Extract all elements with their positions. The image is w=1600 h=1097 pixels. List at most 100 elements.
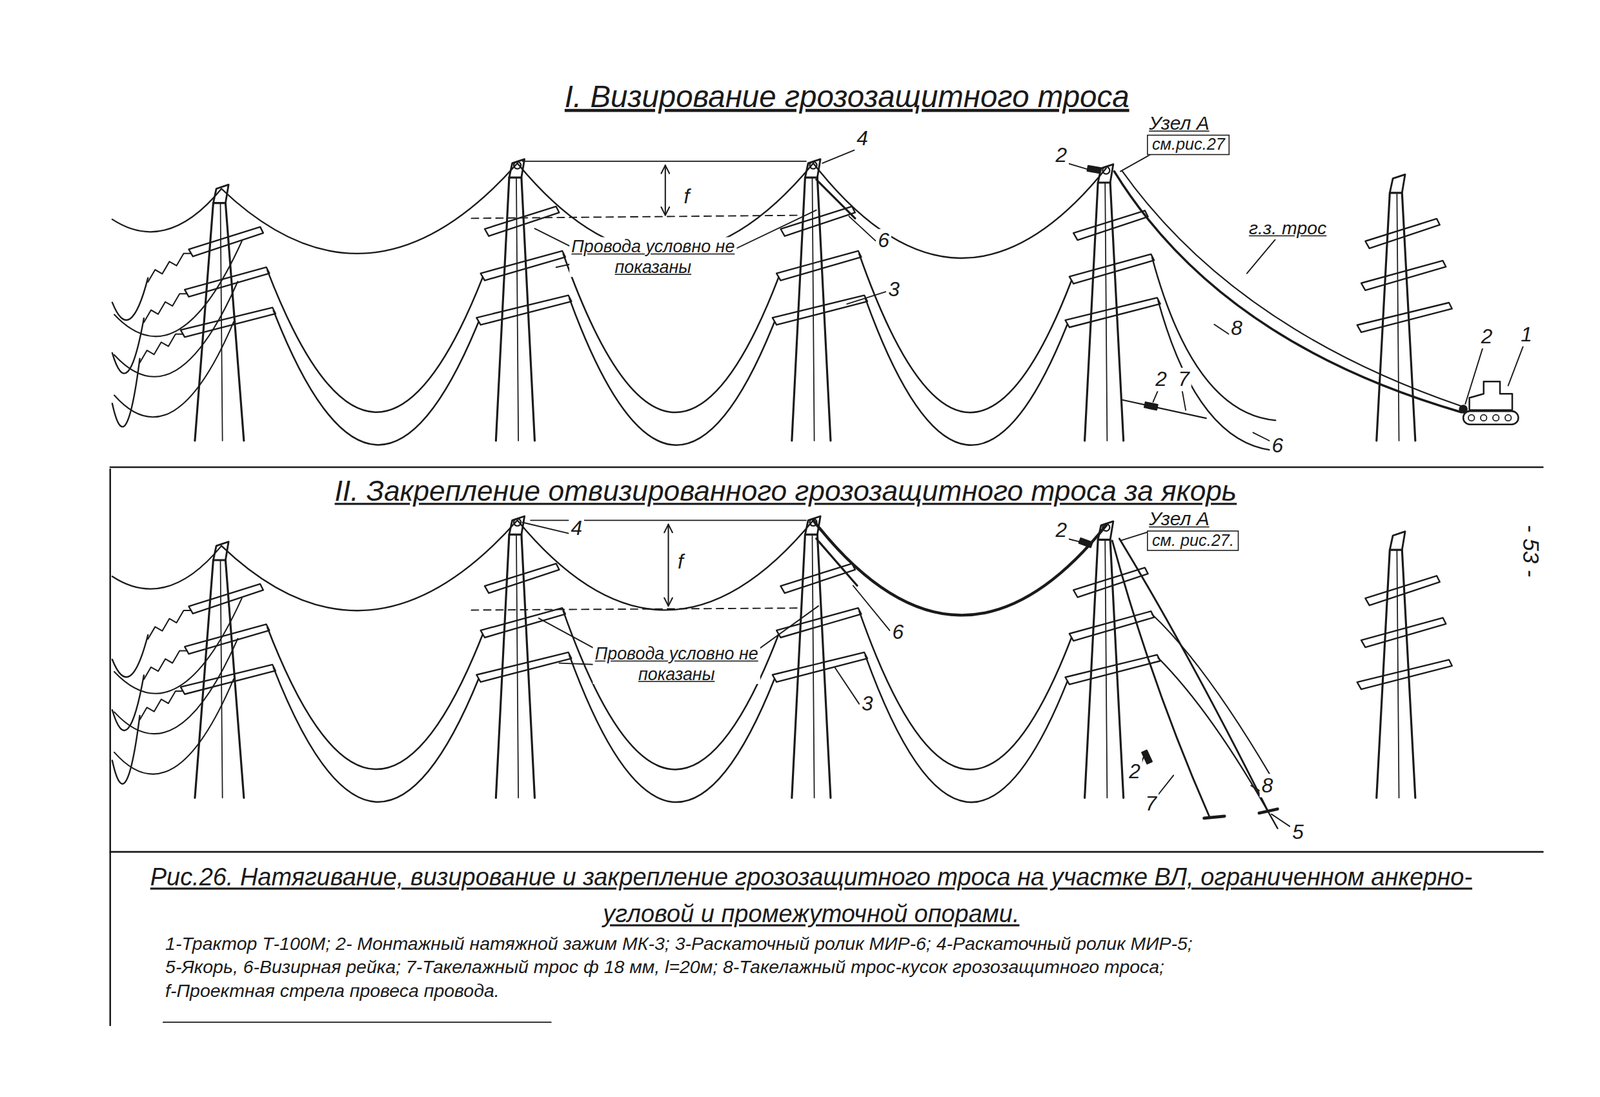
frame-line <box>109 469 112 1026</box>
tower-edge <box>516 177 519 441</box>
leader-line <box>848 216 876 241</box>
dimension-label: f <box>681 185 692 209</box>
conductor <box>267 627 483 770</box>
leader-line <box>1067 163 1089 170</box>
panel-title: I. Визирование грозозащитного троса <box>564 79 1130 115</box>
tower-peak <box>1097 164 1114 183</box>
insulator-string <box>140 691 183 720</box>
leader-line <box>853 585 891 631</box>
track-wheel <box>1468 415 1475 421</box>
insulator-string <box>143 293 187 323</box>
conductor <box>112 358 141 428</box>
cross-arm <box>776 607 861 638</box>
tower-edge <box>1104 182 1107 441</box>
leader-line <box>1067 538 1084 543</box>
leader-line <box>1246 236 1278 274</box>
conductor <box>865 655 1068 803</box>
dimension-line <box>522 160 807 163</box>
tower-edge <box>1104 539 1107 798</box>
dimension-line <box>664 165 667 215</box>
callout-number: 2 <box>1153 367 1169 392</box>
cross-arm <box>484 563 559 594</box>
cross-arm <box>772 295 868 326</box>
callout-number: 2 <box>1479 325 1495 349</box>
callout-number: 2 <box>1053 518 1069 543</box>
conductor <box>1152 257 1276 421</box>
conductor <box>112 278 148 321</box>
legend-note: f-Проектная стрела провеса провода. <box>163 980 502 1002</box>
reference-box: Узел Асм. рис.27. <box>1146 507 1240 551</box>
ground-wire <box>1119 538 1267 811</box>
cross-arm <box>484 206 559 237</box>
cross-arm <box>772 652 868 683</box>
cross-arm <box>188 584 263 614</box>
cross-arm <box>1357 302 1453 333</box>
callout-number: 6 <box>890 620 906 645</box>
leader-line <box>1271 814 1290 827</box>
cross-arm <box>1357 659 1453 690</box>
leader-line <box>522 522 574 535</box>
conductor <box>114 678 234 775</box>
panel-title: II. Закрепление отвизированного грозозащ… <box>332 475 1239 509</box>
conductor <box>112 715 141 785</box>
tower-peak <box>1389 174 1406 193</box>
tower-edge <box>811 534 814 798</box>
conductor <box>114 241 243 337</box>
sight-rod <box>816 179 856 219</box>
node-heading: Узел А <box>1146 112 1231 135</box>
conductor <box>1157 300 1281 452</box>
cross-arm <box>776 251 861 281</box>
page-number: - 53 - <box>1517 522 1544 580</box>
conductor <box>1152 614 1271 776</box>
cross-arm <box>180 664 276 695</box>
leader-line <box>1465 344 1484 405</box>
roller-symbol <box>1102 166 1110 174</box>
note: Провода условно не показаны <box>569 237 737 278</box>
tractor-body <box>1469 381 1513 410</box>
ground-wire <box>221 163 517 254</box>
insulator-string <box>147 253 191 283</box>
ground-wire <box>517 520 814 610</box>
conductor <box>859 611 1072 770</box>
tractor-track <box>1463 411 1519 425</box>
leader-line <box>1214 324 1230 335</box>
arrow-head <box>664 524 673 534</box>
clamp-symbol <box>1087 165 1101 173</box>
tower-body <box>194 203 244 441</box>
reference-box: Узел Асм.рис.27 <box>1146 112 1231 155</box>
dimension-label: f <box>675 550 686 574</box>
callout-number: 8 <box>1259 773 1276 798</box>
conductor <box>273 668 479 803</box>
arrow-head <box>664 597 673 607</box>
anchor-symbol <box>1204 816 1226 819</box>
callout-number: 6 <box>1269 434 1286 458</box>
dimension-line <box>471 215 801 219</box>
track-wheel <box>1492 415 1499 421</box>
cross-arm <box>1065 655 1161 685</box>
cross-arm <box>180 307 276 338</box>
dimension-line <box>471 607 801 610</box>
tower-body <box>1376 192 1416 441</box>
cross-arm <box>188 227 263 257</box>
reference-text: см.рис.27 <box>1146 134 1231 156</box>
conductor <box>563 611 780 770</box>
tower-edge <box>516 534 519 798</box>
tower-body <box>194 560 244 798</box>
cable-label: г.з. трос <box>1246 218 1329 240</box>
track-wheel <box>1505 415 1511 421</box>
rigging-rope <box>1122 171 1462 407</box>
clamp-symbol <box>1459 405 1468 413</box>
callout-number: 7 <box>1143 792 1159 816</box>
tower-body <box>1376 549 1416 798</box>
cross-arm <box>476 652 572 683</box>
callout-number: 3 <box>859 692 876 716</box>
tower-edge <box>811 177 814 441</box>
conductor <box>865 298 1068 445</box>
cross-arm <box>476 295 572 326</box>
leader-line <box>1120 152 1154 172</box>
tower-body <box>791 534 831 798</box>
callout-number: 8 <box>1228 316 1245 341</box>
cross-arm <box>1073 567 1148 598</box>
